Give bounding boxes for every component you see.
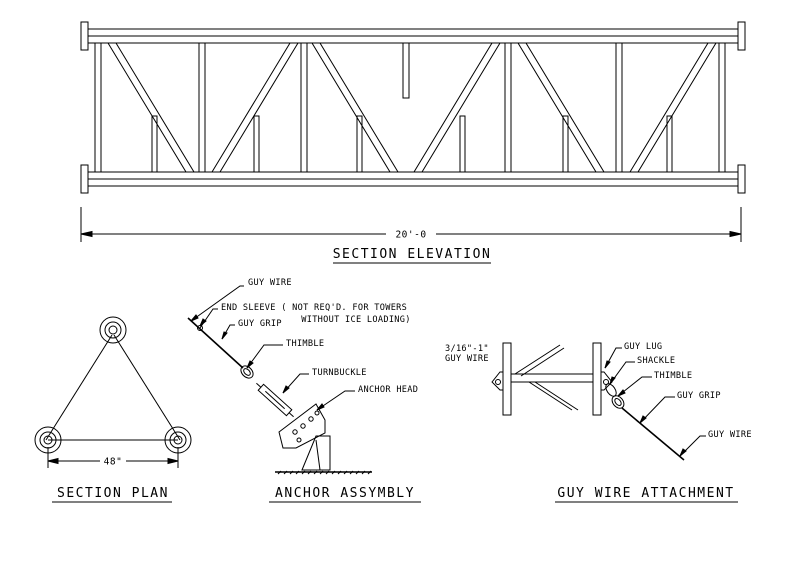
anchor-leaders (190, 285, 355, 411)
anchor-label-turnbuckle: TURNBUCKLE (312, 368, 367, 378)
attachment-leaders (604, 347, 706, 457)
anchor-label-end-sleeve-2: WITHOUT ICE LOADING) (301, 315, 410, 325)
elevation-dimension: 20'-0 (80, 207, 742, 242)
attachment-leg-left (502, 342, 512, 416)
anchor-label-thimble: THIMBLE (286, 339, 324, 349)
attachment-label-size: 3/16"-1" (445, 344, 489, 354)
guy-lug-left (491, 371, 504, 391)
section-elevation: 20'-0 SECTION ELEVATION (80, 21, 746, 264)
guy-wire-attachment: 3/16"-1" GUY WIRE GUY LUG SHACKLE THIMBL… (445, 342, 752, 503)
attachment-label-thimble: THIMBLE (654, 371, 692, 381)
ground-hatch (277, 470, 372, 475)
diagonal-members (107, 42, 717, 173)
anchor-label-end-sleeve: END SLEEVE ( NOT REQ'D. FOR TOWERS (221, 303, 407, 313)
plan-dimension-text: 48" (104, 457, 123, 468)
vertical-members (94, 42, 726, 173)
anchor-label-anchor-head: ANCHOR HEAD (358, 385, 418, 395)
attachment-label-guy-lug: GUY LUG (624, 342, 662, 352)
right-top-flange (737, 21, 746, 51)
attachment-label-guy-wire: GUY WIRE (708, 430, 752, 440)
left-top-flange (80, 21, 89, 51)
turnbuckle (256, 382, 294, 418)
attachment-guy-wire (621, 407, 685, 461)
anchor-label-guy-grip: GUY GRIP (238, 319, 282, 329)
anchor-label-guy-wire: GUY WIRE (248, 278, 292, 288)
section-plan: 48" SECTION PLAN (34, 316, 192, 503)
anchor-thimble (240, 365, 254, 379)
plan-leg-top (99, 316, 127, 344)
anchor-rod (301, 435, 331, 471)
anchor-assembly: GUY WIRE END SLEEVE ( NOT REQ'D. FOR TOW… (187, 278, 421, 503)
attachment-thimble (611, 395, 625, 409)
right-bottom-flange (737, 164, 746, 194)
attachment-horizontal-member (510, 373, 594, 383)
anchor-guy-wire (187, 317, 244, 369)
section-elevation-title: SECTION ELEVATION (333, 247, 492, 262)
attachment-label-guy-wire-size: GUY WIRE (445, 354, 489, 364)
attachment-label-shackle: SHACKLE (637, 356, 675, 366)
anchor-assembly-title: ANCHOR ASSYMBLY (275, 486, 415, 501)
elevation-dimension-text: 20'-0 (395, 230, 426, 241)
left-bottom-flange (80, 164, 89, 194)
section-plan-title: SECTION PLAN (57, 486, 169, 501)
attachment-label-guy-grip: GUY GRIP (677, 391, 721, 401)
anchor-head (278, 403, 326, 449)
guy-wire-attachment-title: GUY WIRE ATTACHMENT (557, 486, 734, 501)
guy-lug-right (600, 371, 613, 391)
attachment-leg-right (592, 342, 602, 416)
